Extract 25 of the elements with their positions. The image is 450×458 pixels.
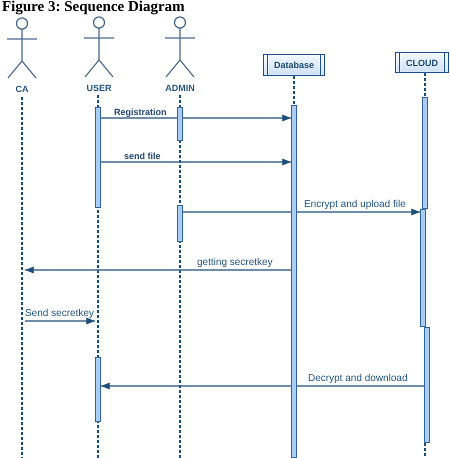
actor-label: CA (16, 83, 28, 95)
activation-bar (177, 205, 183, 242)
arrow (25, 266, 291, 274)
actor-label: ADMIN (165, 82, 195, 94)
edge-label: Send secretkey (25, 308, 94, 320)
edge-label: Registration (114, 106, 167, 118)
activation-bar (424, 327, 430, 443)
participant-box: CLOUD (395, 52, 449, 73)
arrow (25, 318, 95, 324)
edge-label: getting secretkey (197, 257, 273, 269)
edge-label: Encrypt and upload file (304, 199, 406, 211)
diagram-title: Figure 3: Sequence Diagram (2, 0, 185, 15)
activation-bar (422, 97, 428, 209)
actor-label: USER (86, 82, 112, 94)
participant-box: Database (263, 54, 325, 76)
arrow (101, 114, 291, 122)
activation-bar (95, 357, 101, 422)
arrow (183, 208, 420, 216)
activation-bar (177, 107, 183, 141)
edge-label: send file (124, 150, 161, 162)
edge-label: Decrypt and download (308, 373, 408, 385)
activation-bar (420, 209, 426, 327)
arrow (101, 382, 424, 390)
arrow (101, 158, 291, 166)
activation-bar (95, 107, 101, 208)
